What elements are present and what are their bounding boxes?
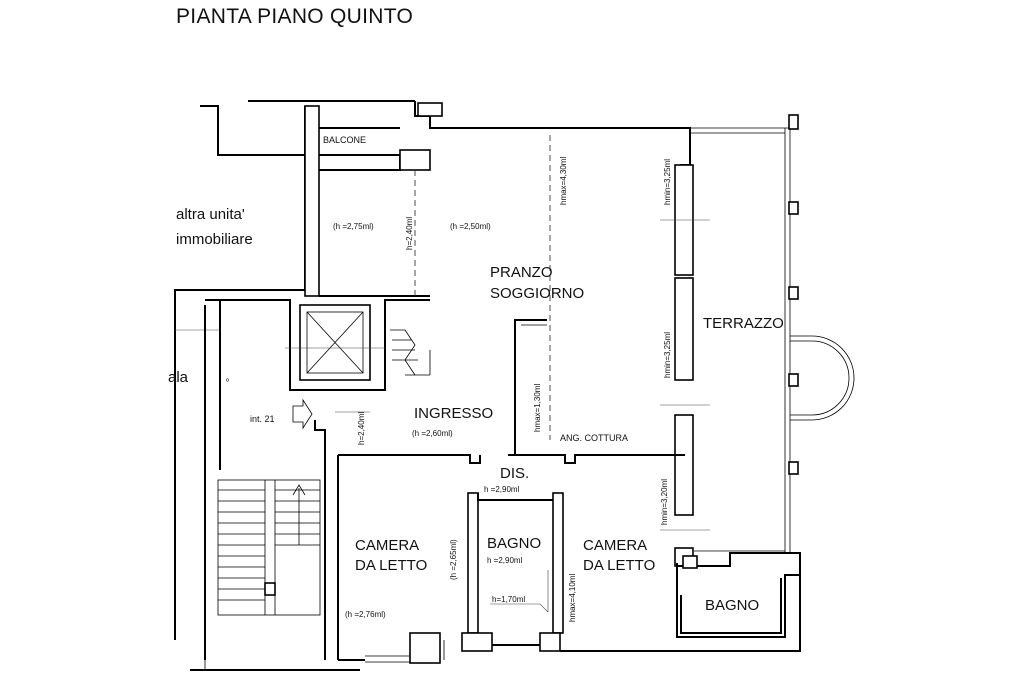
- dis-label: DIS.: [500, 465, 529, 482]
- ingresso-label: INGRESSO: [414, 405, 493, 422]
- ingresso-vertical-height: h=2,40ml: [357, 412, 366, 445]
- hmax-camera2: hmax=4,10ml: [568, 574, 577, 622]
- camera2-label-1: CAMERA: [583, 537, 647, 554]
- hmin-mid: hmin=3,25ml: [663, 332, 672, 378]
- altra-unita-label-2: immobiliare: [176, 231, 253, 248]
- bath-1: BAGNO h =2,90ml h=1,70ml: [477, 492, 564, 634]
- hmax-soggiorno: hmax=4,30ml: [559, 157, 568, 205]
- pranzo-label-1: PRANZO: [490, 264, 553, 281]
- bedroom-1: CAMERA DA LETTO (h =2,76ml) (h =2,65ml): [337, 455, 479, 660]
- bath-2: BAGNO: [676, 552, 801, 638]
- bagno1-height: h =2,90ml: [487, 556, 523, 565]
- terrace: TERRAZZO: [694, 114, 855, 553]
- common-stair: ala int. 21: [168, 300, 326, 660]
- hmin-camera2: hmin=3,20ml: [660, 479, 669, 525]
- neighbour-walls: [174, 100, 415, 671]
- camera2-label-2: DA LETTO: [583, 557, 655, 574]
- passage-height: h=2,40ml: [405, 217, 414, 250]
- pranzo-label-2: SOGGIORNO: [490, 285, 584, 302]
- soggiorno-height: (h =2,50ml): [450, 222, 491, 231]
- angolo-cottura-label: ANG. COTTURA: [560, 433, 628, 443]
- bagno1-low-height: h=1,70ml: [492, 595, 525, 604]
- ingresso-height: (h =2,60ml): [412, 429, 453, 438]
- bagno2-label: BAGNO: [705, 597, 759, 614]
- altra-unita-label-1: altra unita': [176, 206, 245, 223]
- disimpegno: DIS. h =2,90ml: [484, 465, 529, 494]
- camera1-height: (h =2,76ml): [345, 610, 386, 619]
- bagno1-label: BAGNO: [487, 535, 541, 552]
- scala-fragment: ala: [168, 369, 189, 386]
- entrance-arrow-icon: [292, 398, 313, 430]
- stair-lift-core: º: [205, 299, 431, 391]
- camera1-label-1: CAMERA: [355, 537, 419, 554]
- hmin-top: hmin=3,25ml: [663, 159, 672, 205]
- soggiorno-walls: PRANZO SOGGIORNO (h =2,50ml) hmax=4,30ml…: [414, 101, 790, 567]
- plan-title: PIANTA PIANO QUINTO: [176, 5, 413, 28]
- interno-label: int. 21: [250, 414, 275, 424]
- camera1-vertical-height: (h =2,65ml): [449, 539, 458, 580]
- balcony-room: BALCONE (h =2,75ml) h=2,40ml: [304, 105, 431, 297]
- dis-height: h =2,90ml: [484, 485, 520, 494]
- core-mark: º: [226, 377, 229, 386]
- camera1-label-2: DA LETTO: [355, 557, 427, 574]
- bedroom-2: CAMERA DA LETTO hmax=4,10ml hmin=3,20ml: [568, 479, 669, 622]
- balcone-label: BALCONE: [323, 135, 366, 145]
- bottom-wall: [204, 575, 801, 670]
- ingresso: INGRESSO (h =2,60ml) h=2,40ml: [335, 405, 685, 464]
- hmax-cottura: hmax=1,30ml: [533, 384, 542, 432]
- balcone-room-height: (h =2,75ml): [333, 222, 374, 231]
- terrazzo-label: TERRAZZO: [703, 315, 784, 332]
- kitchen-corner: hmax=1,30ml ANG. COTTURA: [514, 319, 628, 455]
